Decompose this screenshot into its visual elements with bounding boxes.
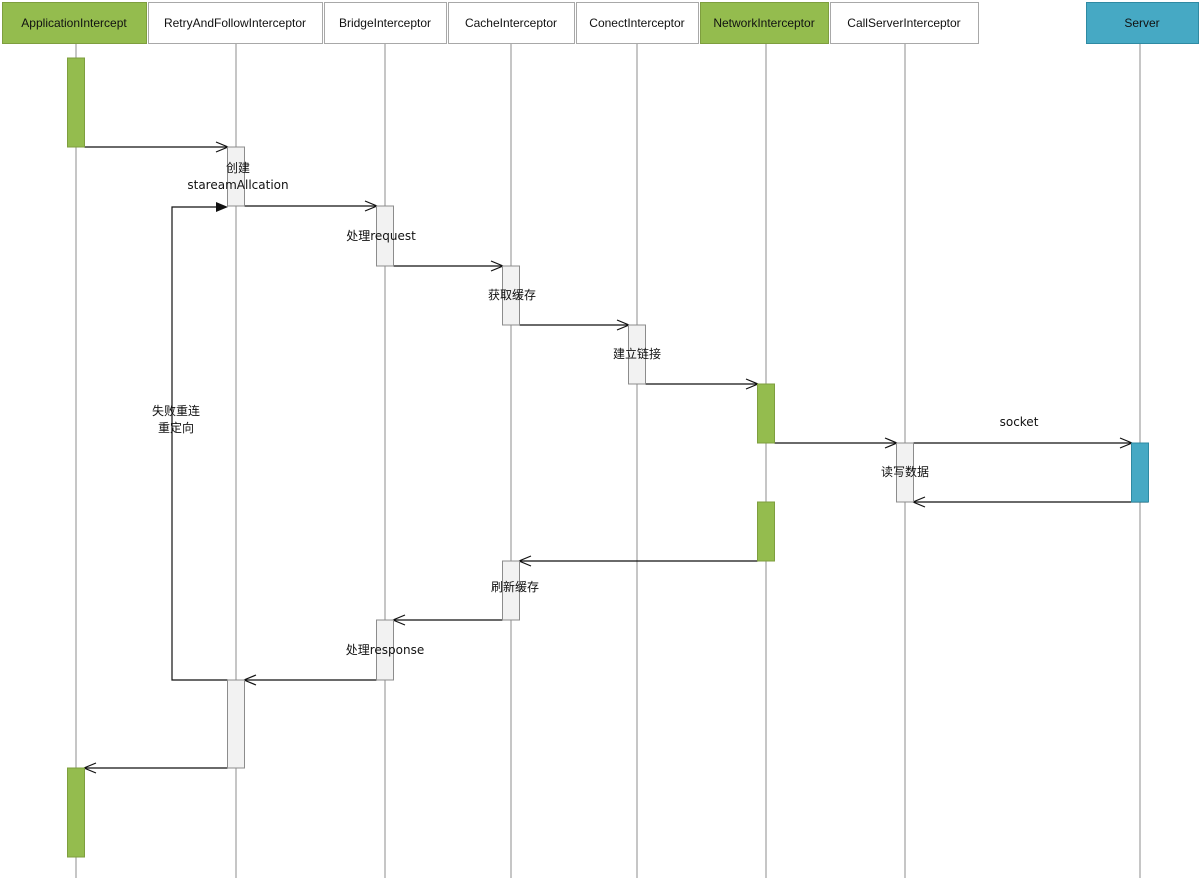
participant-box bbox=[830, 2, 979, 44]
message-label: 获取缓存 bbox=[488, 288, 536, 302]
activation-bar bbox=[376, 619, 394, 681]
message-label: stareamAllcation bbox=[187, 178, 288, 192]
message-arrow bbox=[391, 614, 503, 626]
retry-loop-label: 重定向 bbox=[158, 420, 194, 435]
activation-bar bbox=[896, 442, 914, 503]
activation-bar bbox=[67, 767, 85, 858]
message-arrow bbox=[84, 141, 230, 153]
message-arrow bbox=[645, 378, 760, 390]
activation-bar bbox=[376, 205, 394, 267]
participant-application-intercept: ApplicationIntercept bbox=[2, 2, 147, 44]
message-label: 处理request bbox=[346, 229, 416, 243]
participant-conect-interceptor: ConectInterceptor bbox=[576, 2, 699, 44]
participant-label: CacheInterceptor bbox=[465, 16, 557, 30]
participant-box bbox=[324, 2, 447, 44]
retry-loop-arrowhead bbox=[216, 202, 228, 212]
participant-label: NetworkInterceptor bbox=[713, 16, 814, 30]
activation-bar bbox=[757, 501, 775, 562]
participant-box bbox=[2, 2, 147, 44]
message-arrow bbox=[82, 762, 228, 774]
participant-box bbox=[448, 2, 575, 44]
message-arrow bbox=[393, 260, 505, 272]
participant-call-server-interceptor: CallServerInterceptor bbox=[830, 2, 979, 44]
message-arrow bbox=[913, 437, 1134, 449]
message-arrow bbox=[911, 496, 1148, 508]
participant-box bbox=[700, 2, 829, 44]
message-label: socket bbox=[1000, 415, 1039, 429]
activation-bar bbox=[502, 265, 520, 326]
message-arrow bbox=[774, 437, 899, 449]
activation-bar bbox=[757, 383, 775, 444]
activation-bar bbox=[67, 57, 85, 148]
participant-label: BridgeInterceptor bbox=[339, 16, 431, 30]
participant-cache-interceptor: CacheInterceptor bbox=[448, 2, 575, 44]
participant-retry-and-follow-interceptor: RetryAndFollowInterceptor bbox=[148, 2, 323, 44]
message-arrow bbox=[517, 555, 758, 567]
participant-box bbox=[148, 2, 323, 44]
retry-loop-label: 失败重连 bbox=[152, 403, 200, 418]
participant-box bbox=[1086, 2, 1199, 44]
message-label: 刷新缓存 bbox=[491, 579, 539, 594]
message-label: 创建 bbox=[226, 161, 250, 175]
activation-bar bbox=[628, 324, 646, 385]
participant-label: RetryAndFollowInterceptor bbox=[164, 16, 306, 30]
participant-box bbox=[576, 2, 699, 44]
participant-label: ApplicationIntercept bbox=[21, 16, 127, 30]
activation-bar bbox=[502, 560, 520, 621]
participant-label: ConectInterceptor bbox=[589, 16, 684, 30]
activation-bar bbox=[227, 146, 245, 207]
retry-loop bbox=[171, 202, 228, 681]
participant-server: Server bbox=[1086, 2, 1199, 44]
message-arrow bbox=[244, 200, 379, 212]
activation-bar bbox=[1131, 442, 1149, 503]
retry-loop-path bbox=[171, 206, 228, 681]
message-label: 读写数据 bbox=[881, 464, 929, 479]
message-arrow bbox=[519, 319, 631, 331]
participant-network-interceptor: NetworkInterceptor bbox=[700, 2, 829, 44]
message-label: 处理response bbox=[346, 643, 425, 657]
message-label: 建立链接 bbox=[613, 346, 661, 361]
participant-label: CallServerInterceptor bbox=[847, 16, 960, 30]
message-arrow bbox=[242, 674, 377, 686]
activation-bar bbox=[227, 679, 245, 769]
participant-bridge-interceptor: BridgeInterceptor bbox=[324, 2, 447, 44]
participant-label: Server bbox=[1124, 16, 1159, 30]
